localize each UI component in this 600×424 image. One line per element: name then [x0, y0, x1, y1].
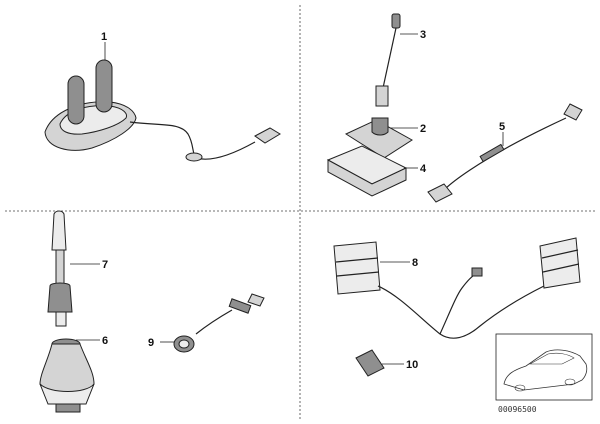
car-window [528, 352, 575, 365]
window-cable-branch [439, 273, 477, 335]
antenna-mounting-pad-side [327, 159, 407, 197]
part-small-adapter: 10 [355, 349, 418, 377]
window-pad-right-stripe-2 [542, 263, 580, 273]
cable-end-connector-bottom [427, 183, 453, 203]
housing-flange [39, 383, 95, 405]
antenna-rod-base [344, 119, 413, 159]
car-rear-wheel [564, 378, 576, 386]
rod-antenna-foot [55, 311, 67, 327]
adapter-round-connector-face [178, 339, 190, 349]
part-antenna-cable: 5 [427, 103, 583, 203]
window-pad-right [539, 237, 581, 289]
cable-grommet [185, 152, 203, 162]
callout-2: 2 [420, 123, 426, 135]
rod-antenna-shaft [55, 249, 65, 285]
part-roof-antenna-double: 1 [44, 31, 281, 162]
housing-plug [55, 403, 81, 413]
callout-5: 5 [499, 121, 505, 133]
antenna-rod-tip [391, 13, 401, 29]
small-adapter-body [355, 349, 385, 377]
adapter-sleeve [228, 298, 252, 314]
cable-end-connector-top [563, 103, 583, 121]
antenna-cable-connector [254, 127, 281, 144]
quadrant-dividers [5, 5, 595, 420]
car-front-wheel [514, 384, 526, 392]
callout-10: 10 [406, 359, 418, 371]
callout-7: 7 [102, 259, 108, 271]
cable-sleeve [479, 143, 505, 163]
window-pad-left-stripe-2 [336, 271, 380, 277]
adapter-plug-top [247, 293, 265, 307]
rod-antenna-tip [51, 210, 67, 251]
window-cable-connector [471, 267, 483, 277]
window-pad-left-stripe-1 [335, 257, 379, 263]
adapter-cable-line [195, 309, 233, 335]
thumbnail-frame [495, 333, 593, 401]
antenna-rod-joint [375, 85, 389, 107]
antenna-rod-mast [382, 27, 397, 89]
antenna-cable [129, 121, 256, 160]
callout-3: 3 [420, 29, 426, 41]
car-outline [503, 349, 588, 391]
antenna-rod-left [67, 75, 85, 125]
part-window-antenna-set: 8 [333, 237, 581, 339]
callout-9: 9 [148, 337, 154, 349]
part-rod-antenna: 7 [47, 210, 108, 327]
callout-1: 1 [101, 31, 107, 43]
cable-5-line [443, 117, 567, 191]
part-rod-antenna-assembly: 3 2 4 [326, 13, 427, 197]
part-adapter-cable: 9 [148, 293, 265, 353]
housing-body [39, 343, 95, 395]
window-cable-main [377, 285, 545, 339]
reference-number: 00096500 [498, 405, 537, 414]
window-pad-left [333, 241, 381, 295]
antenna-rod-right [95, 59, 113, 113]
vehicle-thumbnail [495, 333, 593, 401]
part-antenna-base-housing: 6 [39, 335, 108, 413]
antenna-rod-socket [371, 117, 389, 136]
callout-6: 6 [102, 335, 108, 347]
window-pad-right-stripe-1 [541, 249, 579, 259]
callout-window-6: 8 [412, 257, 418, 269]
callout-4: 4 [420, 163, 427, 175]
rod-antenna-base [47, 282, 73, 313]
